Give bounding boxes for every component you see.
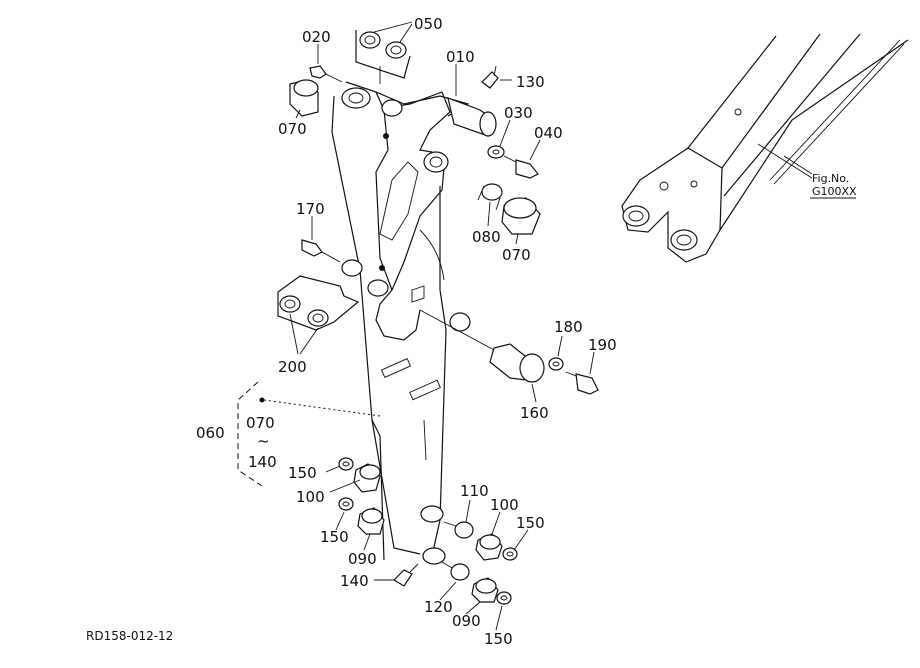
bushing-120 — [441, 561, 470, 581]
washer-180 — [548, 357, 564, 371]
assembly-bracket — [237, 381, 381, 487]
bushing-110 — [443, 521, 474, 539]
bushing-070-right — [501, 197, 541, 235]
label-120: 120 — [424, 598, 453, 616]
label-160: 160 — [520, 404, 549, 422]
assembly-label: 060 070 ~ 140 — [196, 414, 277, 471]
label-180: 180 — [554, 318, 583, 336]
seal-150-right-top — [502, 547, 518, 561]
bushing-080 — [477, 183, 503, 211]
part-050-shims — [355, 21, 413, 84]
label-050: 050 — [414, 15, 443, 33]
label-070-right: 070 — [502, 246, 531, 264]
reference-fig-number: G100XX — [812, 185, 857, 198]
seal-150-right-bottom — [496, 591, 512, 605]
inset-boom-overview — [621, 33, 909, 263]
pin-160 — [419, 309, 545, 383]
label-150-b: 150 — [516, 514, 545, 532]
bushing-070-top — [289, 79, 319, 117]
assembly-number: 060 — [196, 424, 225, 442]
label-100-b: 100 — [490, 496, 519, 514]
bushing-100-right — [475, 533, 503, 561]
boom-arm — [331, 81, 471, 565]
drawing-code: RD158-012-12 — [86, 629, 173, 643]
grease-nipple-170 — [301, 239, 341, 263]
label-110: 110 — [460, 482, 489, 500]
label-170: 170 — [296, 200, 325, 218]
bushing-090-left — [357, 507, 385, 535]
label-200: 200 — [278, 358, 307, 376]
label-140: 140 — [340, 572, 369, 590]
grease-nipple-140 — [393, 563, 419, 587]
grease-nipple-130 — [481, 65, 512, 89]
label-010: 010 — [446, 48, 475, 66]
reference-fig-label: Fig.No. — [812, 172, 849, 185]
label-090-b: 090 — [452, 612, 481, 630]
assembly-range-sep: ~ — [257, 432, 270, 450]
label-040: 040 — [534, 124, 563, 142]
label-100-a: 100 — [296, 488, 325, 506]
assembly-range-from: 070 — [246, 414, 275, 432]
label-190: 190 — [588, 336, 617, 354]
label-030: 030 — [504, 104, 533, 122]
label-020: 020 — [302, 28, 331, 46]
label-150-d: 150 — [484, 630, 513, 648]
label-080: 080 — [472, 228, 501, 246]
label-150-c: 150 — [320, 528, 349, 546]
assembly-range-to: 140 — [248, 453, 277, 471]
label-130: 130 — [516, 73, 545, 91]
grease-nipple-020 — [309, 65, 343, 83]
bushing-090-right — [471, 577, 499, 603]
pin-010 — [447, 97, 497, 137]
leader-lines — [295, 44, 813, 631]
label-150-a: 150 — [288, 464, 317, 482]
part-200-shims — [277, 275, 360, 355]
label-070-top: 070 — [278, 120, 307, 138]
bolt-190 — [565, 371, 599, 395]
bushing-100-left — [353, 463, 381, 493]
reference-callout: Fig.No. G100XX — [810, 172, 857, 199]
seal-150-left-bottom — [338, 497, 354, 511]
bolt-040 — [503, 155, 539, 179]
part-labels: 050 020 010 130 070 030 040 170 080 070 … — [278, 15, 617, 648]
label-090-a: 090 — [348, 550, 377, 568]
seal-150-left-top — [338, 457, 354, 471]
washer-030 — [487, 145, 505, 159]
